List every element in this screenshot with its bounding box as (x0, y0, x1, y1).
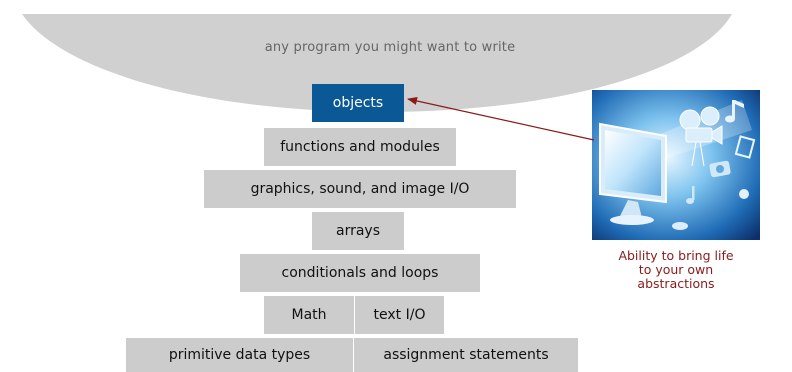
computer-illustration (592, 90, 760, 240)
layer-objects-label: objects (332, 95, 384, 111)
layer-arrays-label: arrays (335, 223, 380, 239)
layer-conditionals-loops-label: conditionals and loops (281, 265, 439, 281)
layer-assignment-label: assignment statements (383, 347, 549, 363)
music-note-icon (725, 100, 744, 123)
monitor-media-illustration (592, 90, 760, 240)
film-camera-icon (679, 106, 723, 167)
layer-primitive-types: primitive data types (126, 338, 353, 372)
illustration-caption: Ability to bring life to your own abstra… (610, 249, 742, 291)
layer-graphics-io: graphics, sound, and image I/O (204, 170, 516, 208)
program-label: any program you might want to write (264, 40, 516, 55)
sparkle-icon (739, 189, 749, 199)
layer-primitive-types-label: primitive data types (168, 347, 311, 363)
layer-functions-modules-label: functions and modules (280, 139, 440, 155)
layer-functions-modules: functions and modules (264, 128, 456, 166)
caption-line-1: Ability to bring life (618, 248, 734, 263)
layer-objects: objects (312, 84, 404, 122)
layer-assignment: assignment statements (353, 338, 578, 372)
film-frame-icon (734, 135, 756, 159)
program-bowl (22, 14, 732, 112)
small-note-icon (686, 186, 695, 204)
monitor-stand (620, 200, 642, 218)
mouse-icon (672, 222, 688, 230)
monitor-screen (605, 130, 661, 196)
layer-text-io: text I/O (354, 296, 444, 334)
caption-line-2: to your own (638, 262, 714, 277)
layer-math-label: Math (291, 307, 327, 323)
layer-graphics-io-label: graphics, sound, and image I/O (250, 181, 470, 197)
layer-arrays: arrays (312, 212, 404, 250)
monitor-base (610, 215, 654, 225)
photo-camera-lens (716, 165, 724, 173)
layer-conditionals-loops: conditionals and loops (240, 254, 480, 292)
layer-text-io-label: text I/O (373, 307, 426, 323)
layer-math: Math (264, 296, 354, 334)
program-bowl-shape (22, 14, 732, 112)
caption-line-3: abstractions (637, 276, 715, 291)
